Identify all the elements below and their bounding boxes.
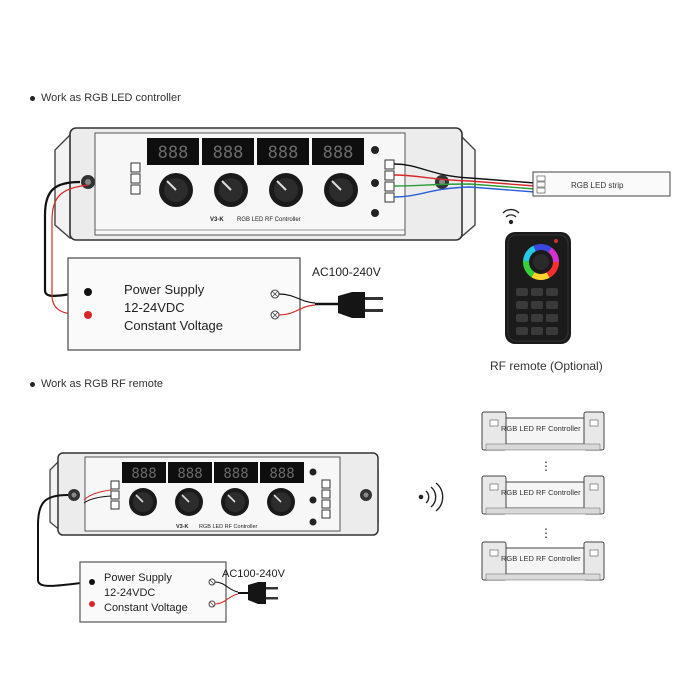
knob-1[interactable]: [129, 488, 157, 516]
power-supply-line2: 12-24VDC: [104, 587, 155, 599]
digit-display: [202, 138, 254, 165]
button-icon[interactable]: [309, 518, 317, 526]
led-strip-label: RGB LED strip: [571, 181, 624, 190]
button-icon[interactable]: [371, 146, 379, 154]
led-indicator-icon: [554, 239, 558, 243]
color-wheel-icon[interactable]: [523, 244, 559, 280]
ac-plug-icon: [338, 292, 383, 318]
ac-terminal-icon: [208, 578, 216, 586]
digit-display: [168, 462, 212, 483]
knob-2[interactable]: [214, 173, 248, 207]
output-terminals-bottom: [309, 468, 331, 526]
receiver-label: RGB LED RF Controller: [501, 554, 581, 563]
controller-label: RGB LED RF Controller: [237, 217, 301, 223]
digit-display: [312, 138, 364, 165]
button-icon[interactable]: [309, 468, 317, 476]
digit-readout: 888: [177, 466, 202, 482]
knob-3[interactable]: [269, 173, 303, 207]
ellipsis: ⋮: [540, 526, 552, 540]
side-buttons-top: [371, 146, 379, 217]
power-supply-line1: Power Supply: [124, 282, 205, 297]
power-supply-line3: Constant Voltage: [104, 602, 188, 614]
knobs-bottom: [129, 488, 295, 516]
terminal-positive-icon: [84, 311, 92, 319]
digit-readout: 888: [269, 466, 294, 482]
power-supply-line3: Constant Voltage: [124, 318, 223, 333]
section-title-controller: Work as RGB LED controller: [30, 92, 181, 104]
knob-3[interactable]: [221, 488, 249, 516]
knob-1[interactable]: [159, 173, 193, 207]
digit-display: [214, 462, 258, 483]
receiver-1: [481, 411, 605, 451]
knob-4[interactable]: [267, 488, 295, 516]
section-title-remote: Work as RGB RF remote: [30, 378, 163, 390]
terminal-negative-icon: [89, 579, 95, 585]
input-terminals-top: [130, 162, 141, 195]
digit-readout: 888: [323, 143, 354, 163]
ac-terminal-icon: [270, 289, 280, 299]
receiver-label: RGB LED RF Controller: [501, 424, 581, 433]
ac-terminal-icon: [270, 310, 280, 320]
remote-buttons[interactable]: [516, 288, 558, 335]
digit-readout: 888: [213, 143, 244, 163]
ac-input-label: AC100-240V: [222, 568, 286, 580]
rf-transmit-icon: [418, 482, 444, 512]
ellipsis: ⋮: [540, 459, 552, 473]
digit-display: [147, 138, 199, 165]
ac-input-label: AC100-240V: [312, 265, 381, 279]
ac-cable-top: [278, 293, 340, 316]
digit-displays-top: 888 888 888 888: [147, 138, 364, 165]
button-icon[interactable]: [309, 496, 317, 504]
digit-readout: 888: [223, 466, 248, 482]
bullet-icon: [30, 381, 35, 387]
digit-display: [260, 462, 304, 483]
model-label: V3-K: [176, 524, 189, 530]
knobs-top: [159, 173, 358, 207]
ac-terminal-icon: [208, 600, 216, 608]
power-supply-top: [67, 257, 301, 351]
digit-readout: 888: [268, 143, 299, 163]
terminal-negative-icon: [84, 288, 92, 296]
power-supply-bottom: [79, 561, 227, 623]
bullet-icon: [30, 95, 35, 101]
controller-label: RGB LED RF Controller: [199, 524, 258, 530]
receiver-label: RGB LED RF Controller: [501, 488, 581, 497]
receiver-2: [481, 475, 605, 515]
receiver-3: [481, 541, 605, 581]
input-terminals-bottom: [110, 480, 120, 510]
terminal-positive-icon: [89, 601, 95, 607]
ac-plug-icon: [248, 582, 278, 604]
knob-4[interactable]: [324, 173, 358, 207]
remote-caption: RF remote (Optional): [490, 359, 603, 373]
model-label: V3-K: [210, 217, 224, 223]
digit-readout: 888: [131, 466, 156, 482]
power-supply-line2: 12-24VDC: [124, 300, 185, 315]
digit-display: [257, 138, 309, 165]
button-icon[interactable]: [371, 209, 379, 217]
output-wires-top: [393, 163, 536, 198]
led-strip: RGB LED strip: [532, 171, 671, 197]
digit-readout: 888: [158, 143, 189, 163]
power-supply-line1: Power Supply: [104, 572, 172, 584]
knob-2[interactable]: [175, 488, 203, 516]
rf-remote: [505, 232, 571, 344]
button-icon[interactable]: [371, 179, 379, 187]
rf-signal-icon: [502, 208, 520, 225]
digit-displays-bottom: 888 888 888 888: [122, 462, 304, 483]
digit-display: [122, 462, 166, 483]
